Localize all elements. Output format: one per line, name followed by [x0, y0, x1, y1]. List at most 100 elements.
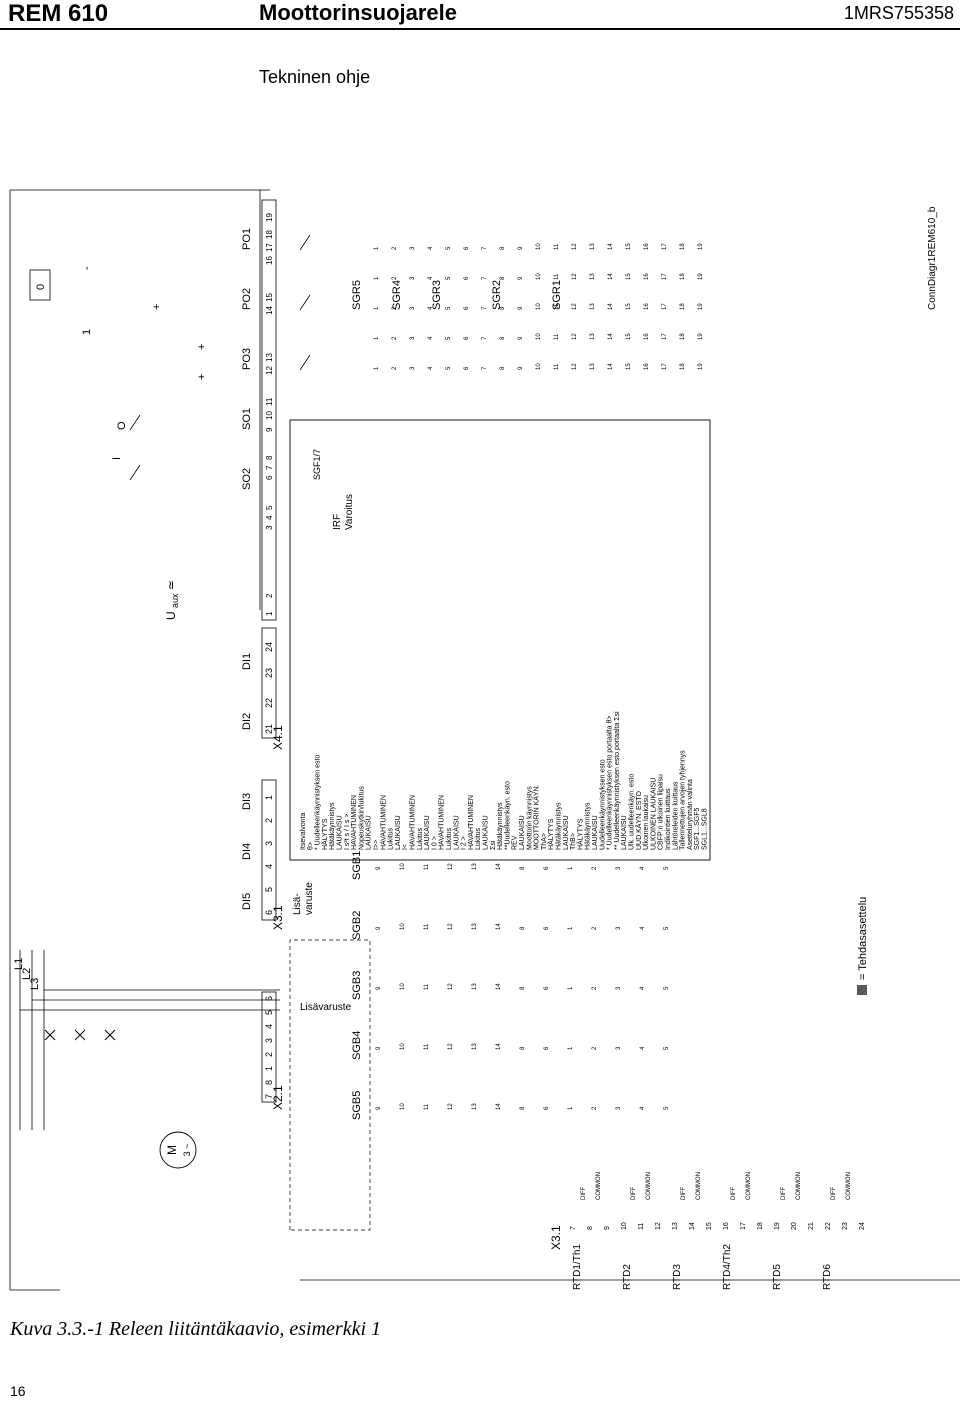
sgb-cell: 4 — [640, 1046, 646, 1050]
sgf-label: SGF1/7 — [312, 449, 322, 480]
rtd-term-22: 22 — [825, 1222, 832, 1230]
sgr-cell: 14 — [608, 273, 614, 280]
x41-term-8: 8 — [265, 455, 274, 460]
irf-sub: Varoitus — [344, 494, 355, 530]
rtd-common-2: COMMON — [696, 1172, 702, 1200]
sgr-cell: 18 — [680, 273, 686, 280]
rtd-term-23: 23 — [842, 1222, 849, 1230]
sgr-cell: 15 — [626, 243, 632, 250]
rtd-common-3: COMMON — [746, 1172, 752, 1200]
x41-term-4: 4 — [265, 515, 274, 520]
rtd-label-4: RTD5 — [772, 1264, 783, 1290]
sgr-cell: 8 — [500, 366, 506, 370]
protection-row-50: Indikointien kuittaus — [665, 788, 672, 850]
sgr-cell: 15 — [626, 333, 632, 340]
rtd-term-21: 21 — [808, 1222, 815, 1230]
protection-row-13: LAUKAISU — [395, 815, 402, 850]
sgr-cell: 8 — [500, 276, 506, 280]
rtd-label-2: RTD3 — [672, 1264, 683, 1290]
rtd-term-10: 10 — [621, 1222, 628, 1230]
sgr-cell: 19 — [698, 273, 704, 280]
sgr-cell: 17 — [662, 273, 668, 280]
sgb-cell: 10 — [400, 1043, 406, 1050]
sgb-cell: 1 — [568, 1106, 574, 1110]
sgr-cell: 13 — [590, 363, 596, 370]
sgb-cell: 8 — [520, 926, 526, 930]
sgr-cell: 5 — [446, 366, 452, 370]
uaux-label: U aux ≃ — [164, 580, 181, 620]
x41-term-23: 23 — [264, 668, 274, 678]
sgr-cell: 3 — [410, 336, 416, 340]
x31-term-2: 2 — [264, 818, 274, 823]
sgr-cell: 17 — [662, 243, 668, 250]
rtd-label-3: RTD4/Th2 — [722, 1244, 733, 1290]
rtd-diff-4: DIFF — [781, 1186, 787, 1200]
sgr2-label: SGR2 — [491, 280, 503, 310]
protection-row-40: LAUKAISU — [592, 815, 599, 850]
di5-label: DI5 — [241, 893, 253, 910]
sgr-cell: 13 — [590, 303, 596, 310]
sgr-cell: 14 — [608, 363, 614, 370]
sgr-cell: 15 — [626, 363, 632, 370]
x31-term-3: 3 — [264, 841, 274, 846]
sgb-cell: 4 — [640, 986, 646, 990]
sgb-cell: 12 — [448, 1103, 454, 1110]
protection-row-28: **Uudelleenkäyn. esto — [504, 781, 511, 850]
x41-term-21: 21 — [264, 724, 274, 734]
sgr-cell: 6 — [464, 366, 470, 370]
sgb-cell: 10 — [400, 863, 406, 870]
x21-term-5: 5 — [264, 1010, 274, 1015]
x41-term-15: 15 — [265, 293, 274, 302]
protection-row-46: UUD.KÄYN. ESTO — [635, 790, 643, 850]
sgr5-label: SGR5 — [351, 280, 363, 310]
protection-row-38: HÄLYTYS — [576, 818, 584, 850]
sgb-cell: 12 — [448, 983, 454, 990]
sgb-cell: 5 — [664, 986, 670, 990]
diagram-id: ConnDiagr1REM610_b — [927, 206, 938, 310]
sgr-cell: 18 — [680, 333, 686, 340]
sgr-cell: 5 — [446, 306, 452, 310]
sgr-cell: 17 — [662, 333, 668, 340]
sgr-cell: 18 — [680, 303, 686, 310]
rtd-diff-0: DIFF — [581, 1186, 587, 1200]
sgr-cell: 3 — [410, 246, 416, 250]
phase-label-l2: L2 — [21, 968, 33, 980]
switchgroup-labels: SGR5 SGR4 SGR3 SGR2 SGR1 SGB5 SGB4 SGB3 … — [351, 280, 563, 1120]
header-rule — [0, 28, 960, 30]
rtd-term-20: 20 — [791, 1222, 798, 1230]
sgr-cell: 5 — [446, 246, 452, 250]
protection-row-55: SGL1...SGL8 — [702, 808, 709, 850]
switch-0: 0 — [35, 284, 47, 290]
protection-row-22: I 2 > — [461, 836, 468, 850]
terminal-strip-x41: X4.1 21 22 23 24 1 2 3 4 5 6 7 8 9 10 11 — [241, 199, 285, 750]
sgb-cell: 6 — [544, 866, 550, 870]
sgb-cell: 2 — [592, 1106, 598, 1110]
x31-term-5: 5 — [264, 887, 274, 892]
po2-label: PO2 — [241, 288, 253, 310]
protection-row-15: HAVAHTUMINEN — [410, 795, 417, 850]
rtd-diff-1: DIFF — [631, 1186, 637, 1200]
x41-term-6: 6 — [265, 475, 274, 480]
sgr-cell: 5 — [446, 276, 452, 280]
sgb-cell: 14 — [496, 983, 502, 990]
terminal-strip-x21: X2.1 7 8 1 2 3 4 5 6 — [261, 991, 285, 1110]
sgr-cell: 1 — [374, 246, 380, 250]
protection-row-36: LAUKAISU — [563, 815, 570, 850]
rtd-diff-2: DIFF — [681, 1186, 687, 1200]
protection-row-39: Hätäkäynnistys — [585, 802, 592, 850]
figure-caption: Kuva 3.3.-1 Releen liitäntäkaavio, esime… — [10, 1318, 382, 1340]
x21-term-4: 4 — [264, 1024, 274, 1029]
sgb-cell: 11 — [424, 983, 430, 990]
sgr-cell: 19 — [698, 363, 704, 370]
irf-label-group: IRF Varoitus — [332, 494, 355, 530]
protection-row-42: * Uudelleenkäynnistyksen esto portaalta … — [607, 716, 614, 850]
sgr-cell: 9 — [518, 276, 524, 280]
sgb-cell: 11 — [424, 1103, 430, 1110]
sgb-cell: 2 — [592, 986, 598, 990]
sgb2-label: SGB2 — [351, 911, 363, 940]
sgr-cell: 14 — [608, 303, 614, 310]
sgr-cell: 6 — [464, 306, 470, 310]
